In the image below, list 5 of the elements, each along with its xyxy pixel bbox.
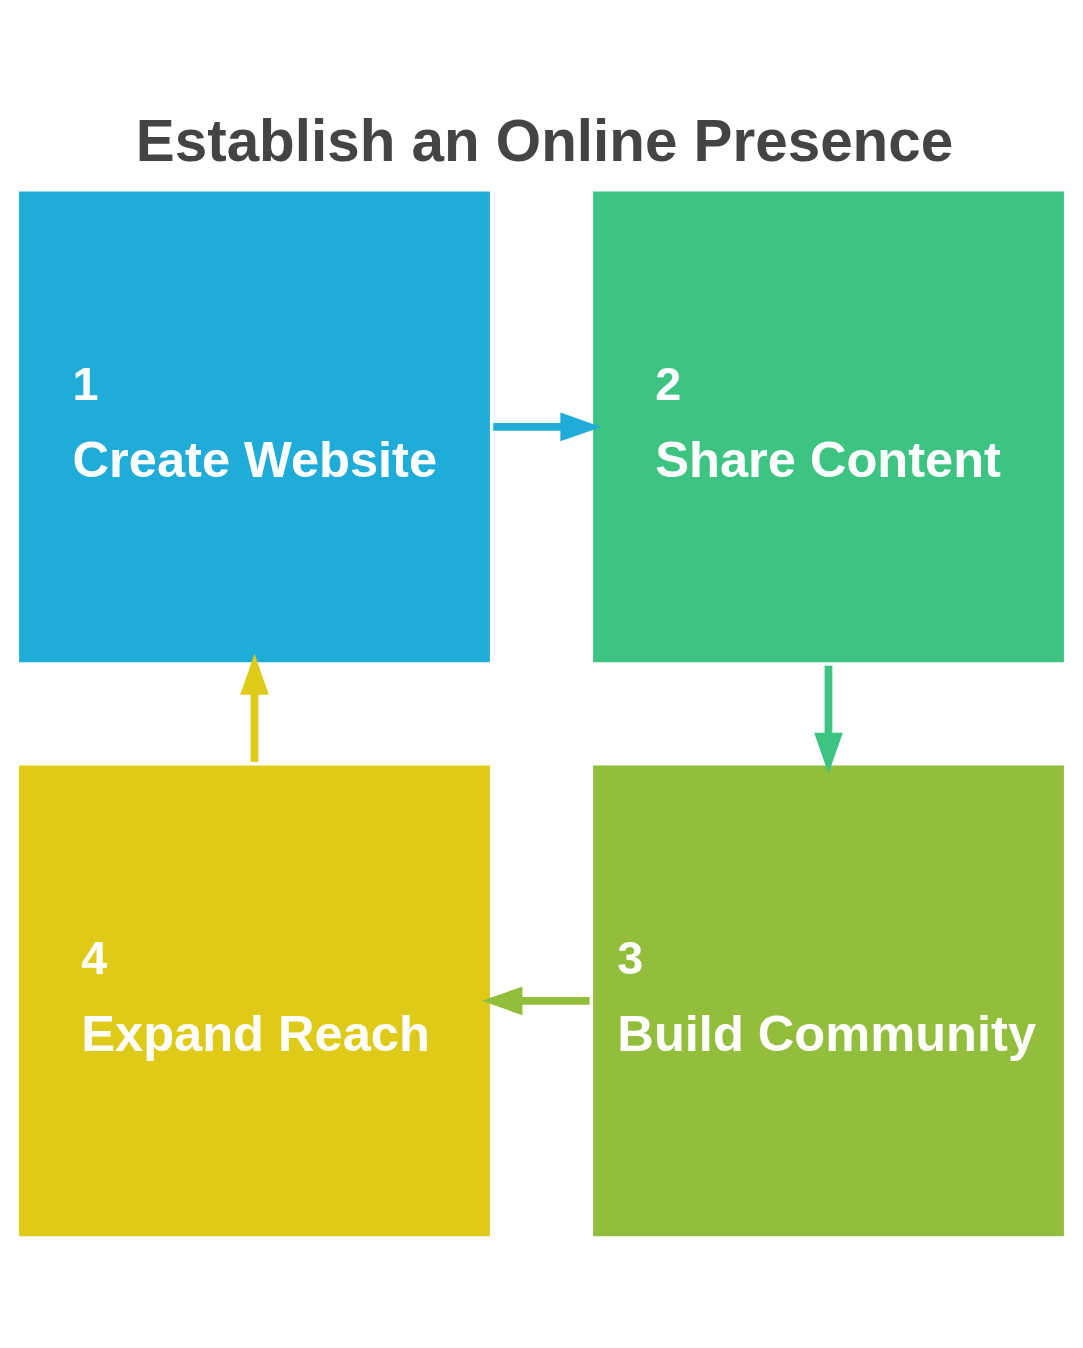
diagram-title: Establish an Online Presence: [135, 108, 954, 174]
arrow: [493, 412, 602, 442]
arrow: [814, 665, 843, 774]
arrow: [240, 653, 269, 762]
arrow: [481, 986, 590, 1016]
